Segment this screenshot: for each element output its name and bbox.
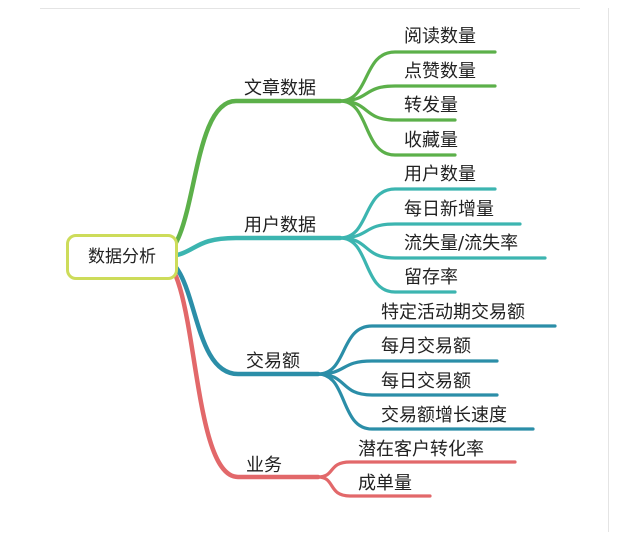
leaf-label-daily-transactions: 每日交易额 xyxy=(381,371,471,392)
leaf-label-monthly-transactions: 每月交易额 xyxy=(381,336,471,357)
leaf-label-daily-new: 每日新增量 xyxy=(404,199,494,220)
leaf-label-lead-conversion: 潜在客户转化率 xyxy=(358,439,484,460)
leaf-connector-users-4 xyxy=(338,236,457,294)
frame-right-line xyxy=(608,8,609,532)
leaf-label-read-count: 阅读数量 xyxy=(404,26,476,47)
branch-label-transactions: 交易额 xyxy=(246,351,300,372)
root-node: 数据分析 xyxy=(66,234,178,280)
leaf-connector-articles-4 xyxy=(338,99,457,157)
root-node-label: 数据分析 xyxy=(88,247,156,267)
leaf-label-share-count: 转发量 xyxy=(404,95,458,116)
branch-curves xyxy=(155,98,343,480)
leaf-label-user-count: 用户数量 xyxy=(404,164,476,185)
leaf-connector-users-1 xyxy=(338,187,497,240)
leaf-label-retention: 留存率 xyxy=(404,267,458,288)
leaf-label-deal-count: 成单量 xyxy=(358,473,412,494)
leaf-connector-transactions-4 xyxy=(316,372,535,431)
branch-connector-users xyxy=(155,235,343,260)
leaf-connector-business-2 xyxy=(316,475,432,498)
frame-top-line xyxy=(40,8,580,9)
branch-label-business: 业务 xyxy=(246,455,282,476)
leaf-label-transaction-growth: 交易额增长速度 xyxy=(381,405,507,426)
leaf-label-event-transactions: 特定活动期交易额 xyxy=(381,302,525,323)
leaf-label-favorite-count: 收藏量 xyxy=(404,130,458,151)
branch-label-articles: 文章数据 xyxy=(244,78,316,99)
leaf-curves xyxy=(316,50,557,498)
leaf-label-like-count: 点赞数量 xyxy=(404,61,476,82)
leaf-connector-business-1 xyxy=(316,460,517,479)
leaf-connector-transactions-1 xyxy=(316,324,557,376)
branch-label-users: 用户数据 xyxy=(244,215,316,236)
leaf-label-churn: 流失量/流失率 xyxy=(404,233,519,254)
